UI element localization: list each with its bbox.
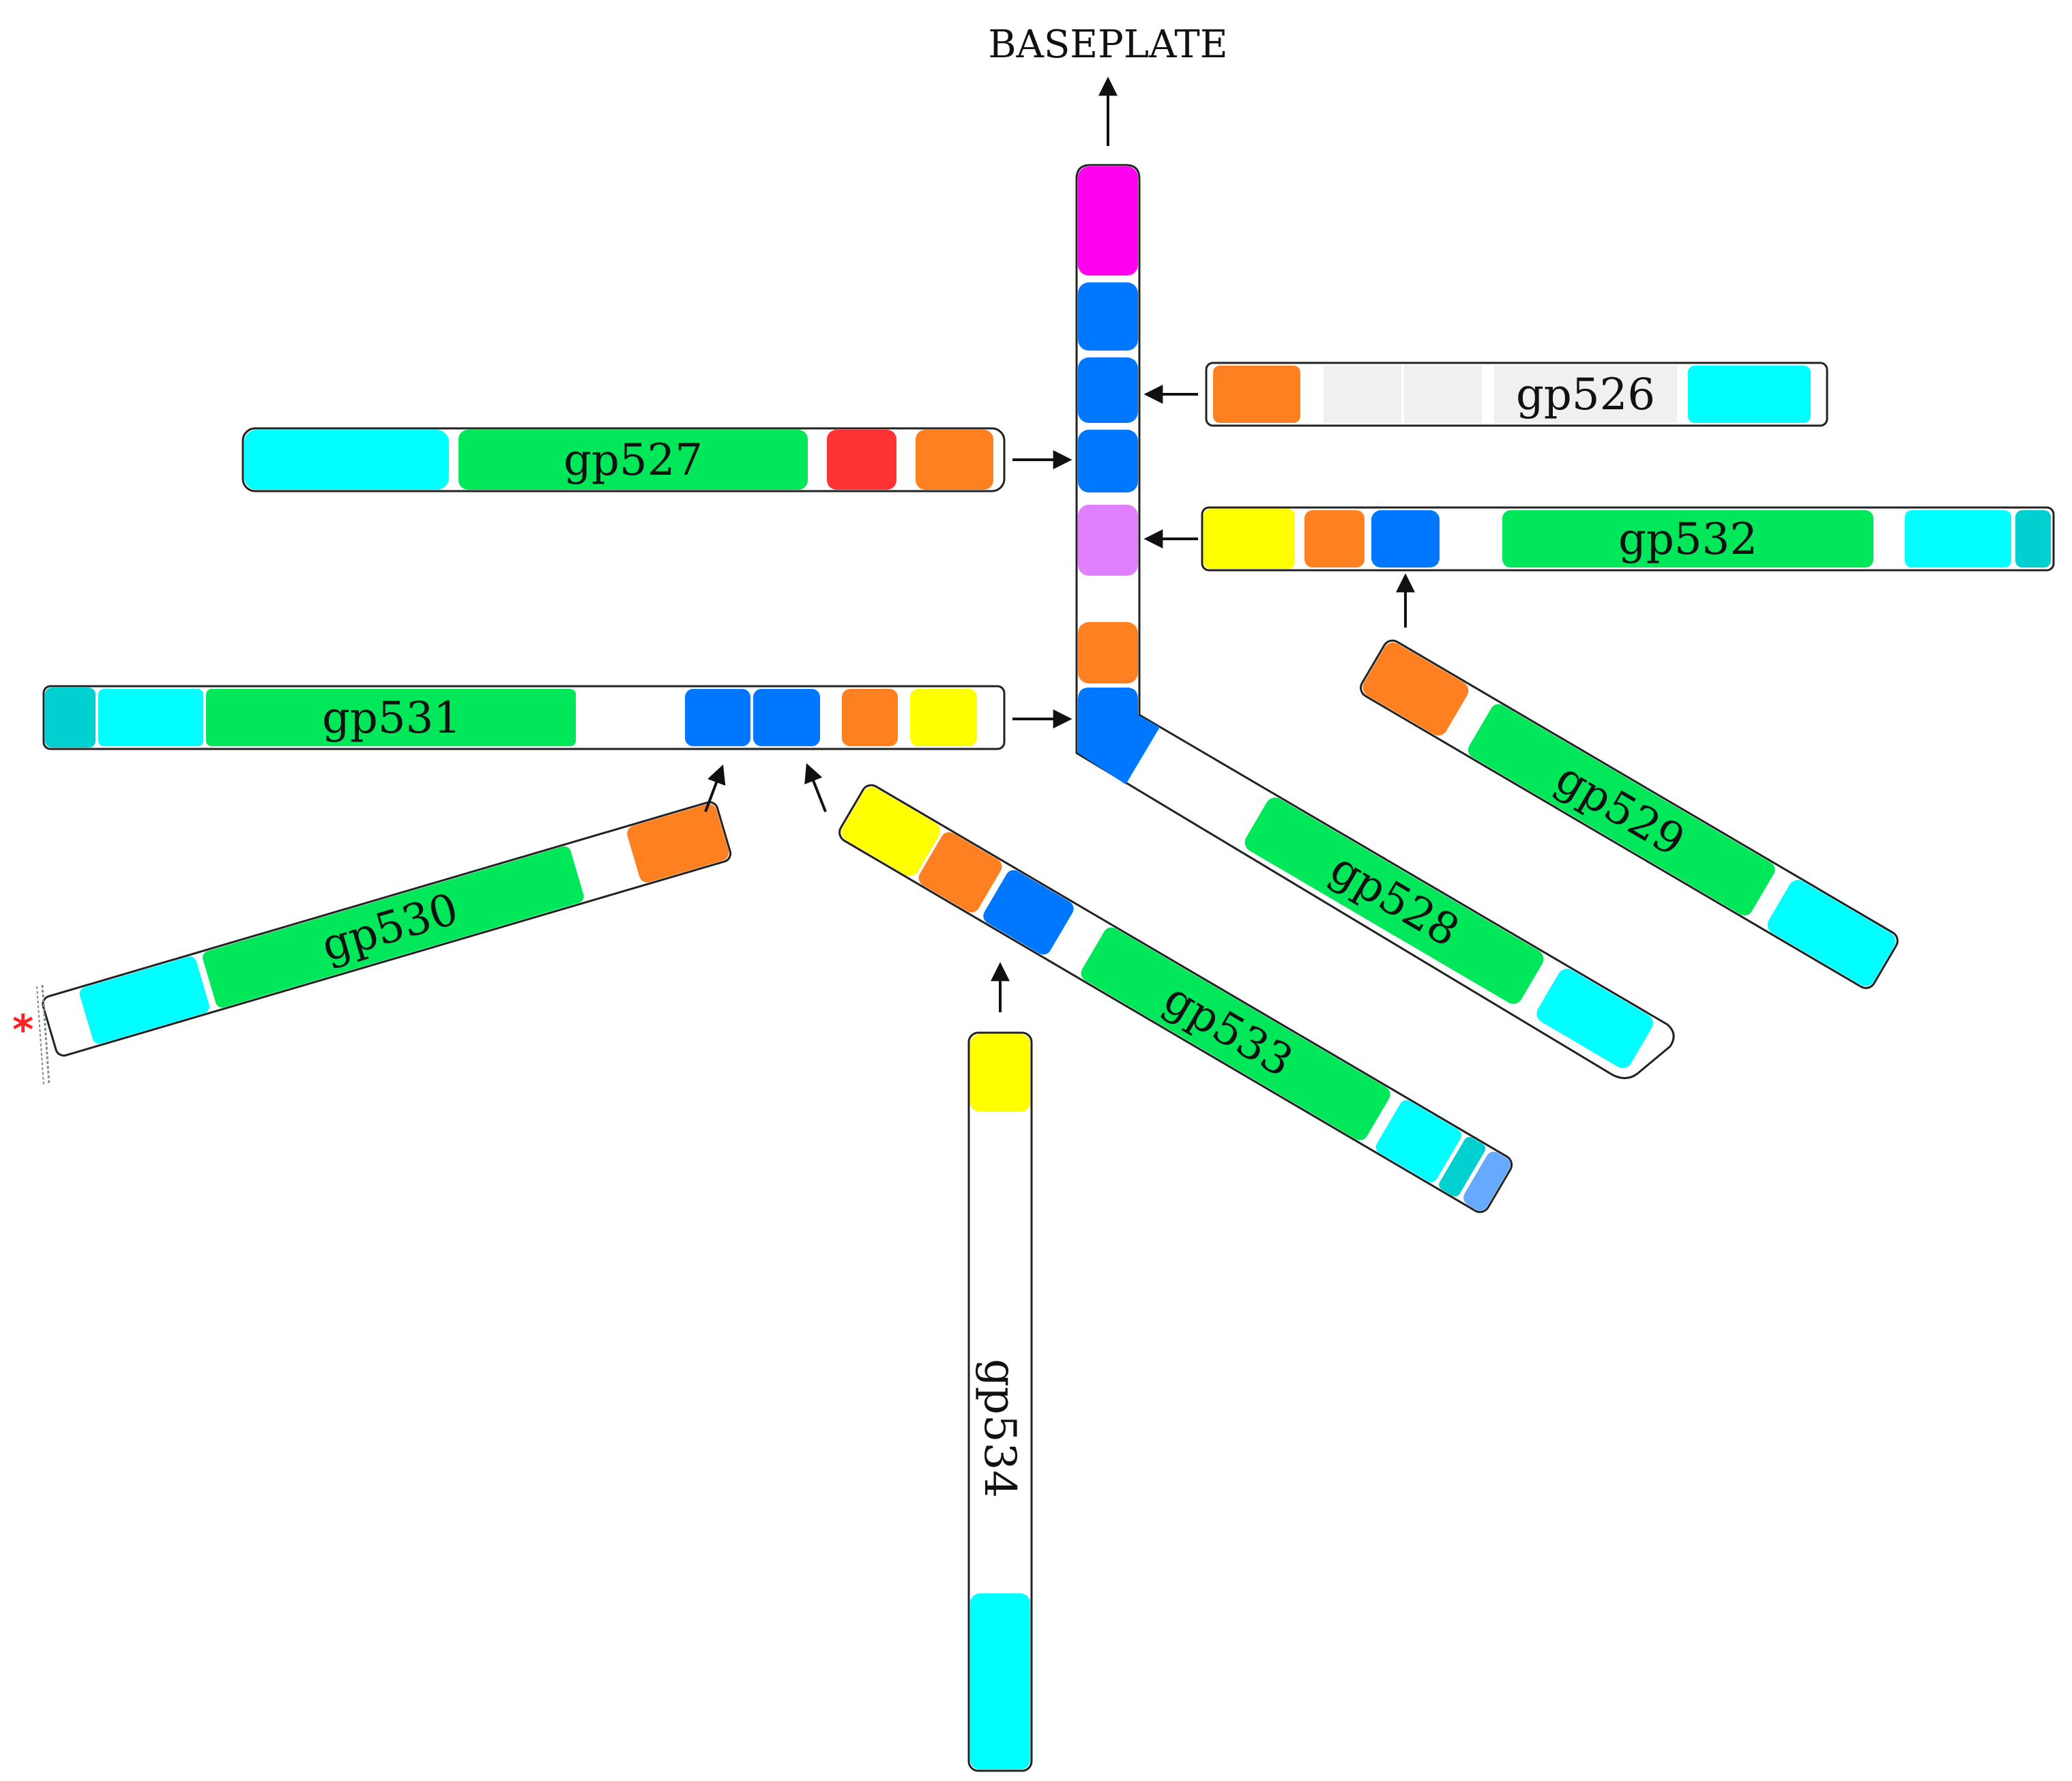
gp528-domain-orange xyxy=(1078,622,1138,683)
gp533-domain-yellow xyxy=(841,786,940,877)
protein-gp528: gp528 xyxy=(1075,164,1675,1079)
gp532-label: gp532 xyxy=(1618,514,1757,565)
protein-gp532: gp532 xyxy=(1201,506,2055,572)
gp529-domain-green xyxy=(1468,704,1775,916)
gp532-domain-green xyxy=(1502,510,1873,568)
gp526-domain-orange xyxy=(1213,366,1300,423)
gp532-domain-yellow xyxy=(1203,509,1295,569)
gp527-domain-red xyxy=(827,430,896,490)
gp528-domain-cyan xyxy=(1536,969,1653,1068)
gp528-domain-green xyxy=(1244,797,1544,1004)
gp527-label: gp527 xyxy=(564,435,703,486)
gp534-outline xyxy=(967,1031,1033,1772)
gp530-truncation-mark-2 xyxy=(36,986,44,1085)
gp528-domain-violet xyxy=(1078,505,1138,576)
gp531-domain-yellow xyxy=(910,689,977,746)
gp534-label: gp534 xyxy=(974,1359,1025,1498)
protein-gp530: gp530 xyxy=(42,801,732,1057)
gp530-truncation-mark xyxy=(41,984,50,1085)
gp534-domain-yellow xyxy=(970,1034,1030,1112)
gp532-domain-teal xyxy=(2015,510,2051,568)
gp534-domain-cyan xyxy=(970,1593,1030,1769)
gp530-domain-cyan xyxy=(79,956,209,1044)
gp530-domain-green xyxy=(203,846,584,1008)
truncation-asterisk: * xyxy=(12,1006,33,1054)
gp526-domain-cyan xyxy=(1688,366,1811,423)
gp530-domain-orange xyxy=(627,804,729,883)
protein-gp531: gp531 xyxy=(42,685,1006,750)
gp526-label: gp526 xyxy=(1516,370,1655,420)
gp528-domain-blue-4 xyxy=(1078,688,1160,784)
gp533-domain-cyan xyxy=(1375,1100,1461,1183)
gp531-domain-blue-1 xyxy=(685,689,750,746)
gp531-domain-orange xyxy=(842,689,898,746)
gp528-domain-blue-2 xyxy=(1078,357,1138,423)
gp529-domain-orange xyxy=(1362,642,1469,736)
gp533-domain-teal xyxy=(1439,1136,1486,1197)
arrow-gp533 xyxy=(804,763,827,812)
gp527-domain-green xyxy=(458,430,808,490)
gp528-outline xyxy=(1075,164,1675,1079)
gp528-domain-magenta xyxy=(1078,166,1138,276)
gp533-domain-light-blue xyxy=(1463,1151,1511,1211)
gp531-domain-green xyxy=(206,689,576,746)
gp527-domain-orange xyxy=(916,430,993,490)
gp533-domain-green xyxy=(1081,927,1390,1140)
gp526-domain-grey-3 xyxy=(1494,366,1677,423)
gp532-domain-blue xyxy=(1371,510,1440,568)
gp531-label: gp531 xyxy=(322,693,461,744)
gp532-domain-cyan xyxy=(1905,510,2011,568)
gp531-domain-blue-2 xyxy=(753,689,820,746)
protein-gp526: gp526 xyxy=(1205,362,1828,427)
gp529-domain-cyan xyxy=(1767,880,1896,986)
gp531-domain-teal xyxy=(45,688,96,748)
protein-gp527: gp527 xyxy=(242,427,1006,492)
gp528-domain-blue-1 xyxy=(1078,282,1138,351)
protein-gp534: gp534 xyxy=(967,1031,1033,1772)
gp526-domain-grey-1 xyxy=(1324,366,1401,423)
gp531-domain-cyan xyxy=(98,689,203,746)
gp532-domain-orange xyxy=(1304,510,1365,568)
arrow-gp530 xyxy=(704,764,726,812)
gp528-domain-blue-3 xyxy=(1078,430,1138,492)
baseplate-title: BASEPLATE xyxy=(988,23,1227,67)
gp526-domain-grey-2 xyxy=(1404,366,1482,423)
protein-gp533: gp533 xyxy=(838,784,1513,1213)
gp527-domain-cyan xyxy=(244,430,449,490)
gp533-domain-orange xyxy=(918,831,1002,913)
gp533-domain-blue xyxy=(983,870,1074,955)
